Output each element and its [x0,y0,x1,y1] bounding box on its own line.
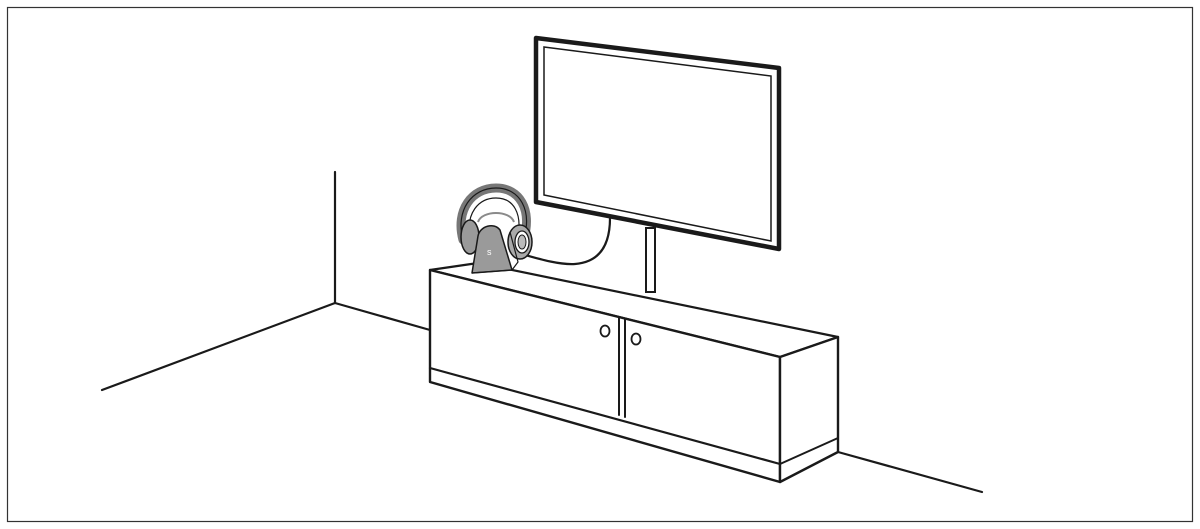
door-knob-right [630,332,642,346]
tv-stand-pole [645,227,656,293]
tv-cabinet [428,261,840,484]
audio-cable [516,216,612,266]
base-logo-mark: s [487,247,492,257]
wall-corner [100,170,984,494]
figure-frame [6,6,1194,523]
charging-base: s [471,225,519,274]
wireless-headphones [456,183,533,260]
cabinet-doors [618,317,626,418]
door-knob-left [599,324,611,338]
tv-screen [543,46,772,242]
flat-screen-tv [533,35,782,252]
